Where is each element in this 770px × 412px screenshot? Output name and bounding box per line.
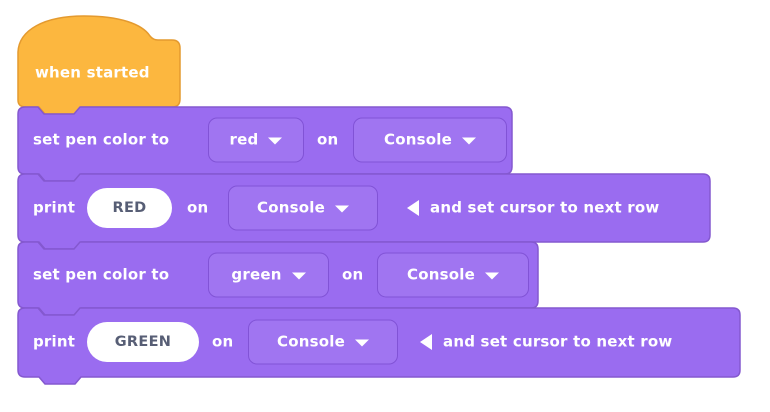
dropdown-selected-value: Console bbox=[407, 265, 475, 284]
print-value-input[interactable]: GREEN bbox=[87, 322, 199, 362]
dropdown-caret-icon bbox=[291, 272, 306, 280]
dropdown-caret-icon bbox=[334, 205, 349, 213]
dropdown-selected-value: Console bbox=[384, 130, 452, 149]
dropdown-caret-icon bbox=[354, 339, 369, 347]
print-label: print bbox=[33, 198, 76, 217]
dropdown-selected-value: Console bbox=[257, 198, 325, 217]
dropdown-selected-value: green bbox=[231, 265, 282, 284]
set-pen-color-label: set pen color to bbox=[33, 265, 170, 284]
target-dropdown[interactable]: Console bbox=[248, 319, 398, 365]
target-dropdown[interactable]: Console bbox=[353, 117, 507, 163]
pen-color-dropdown[interactable]: red bbox=[208, 117, 304, 163]
pen-color-dropdown[interactable]: green bbox=[208, 252, 329, 298]
print-label: print bbox=[33, 332, 76, 351]
on-label: on bbox=[317, 130, 339, 149]
target-dropdown[interactable]: Console bbox=[228, 185, 378, 231]
on-label: on bbox=[187, 198, 209, 217]
on-label: on bbox=[212, 332, 234, 351]
collapsed-options-label: and set cursor to next row bbox=[443, 332, 673, 351]
dropdown-caret-icon bbox=[268, 137, 283, 145]
collapsed-options-label: and set cursor to next row bbox=[430, 198, 660, 217]
collapse-left-arrow-icon[interactable] bbox=[407, 200, 419, 216]
dropdown-caret-icon bbox=[484, 272, 499, 280]
print-value-input[interactable]: RED bbox=[87, 188, 172, 228]
hat-block-label: when started bbox=[35, 63, 150, 82]
dropdown-selected-value: Console bbox=[277, 332, 345, 351]
set-pen-color-label: set pen color to bbox=[33, 130, 170, 149]
on-label: on bbox=[342, 265, 364, 284]
hat-block-when-started[interactable] bbox=[17, 15, 181, 115]
dropdown-selected-value: red bbox=[229, 130, 259, 149]
dropdown-caret-icon bbox=[461, 137, 476, 145]
target-dropdown[interactable]: Console bbox=[377, 252, 529, 298]
collapse-left-arrow-icon[interactable] bbox=[420, 334, 432, 350]
